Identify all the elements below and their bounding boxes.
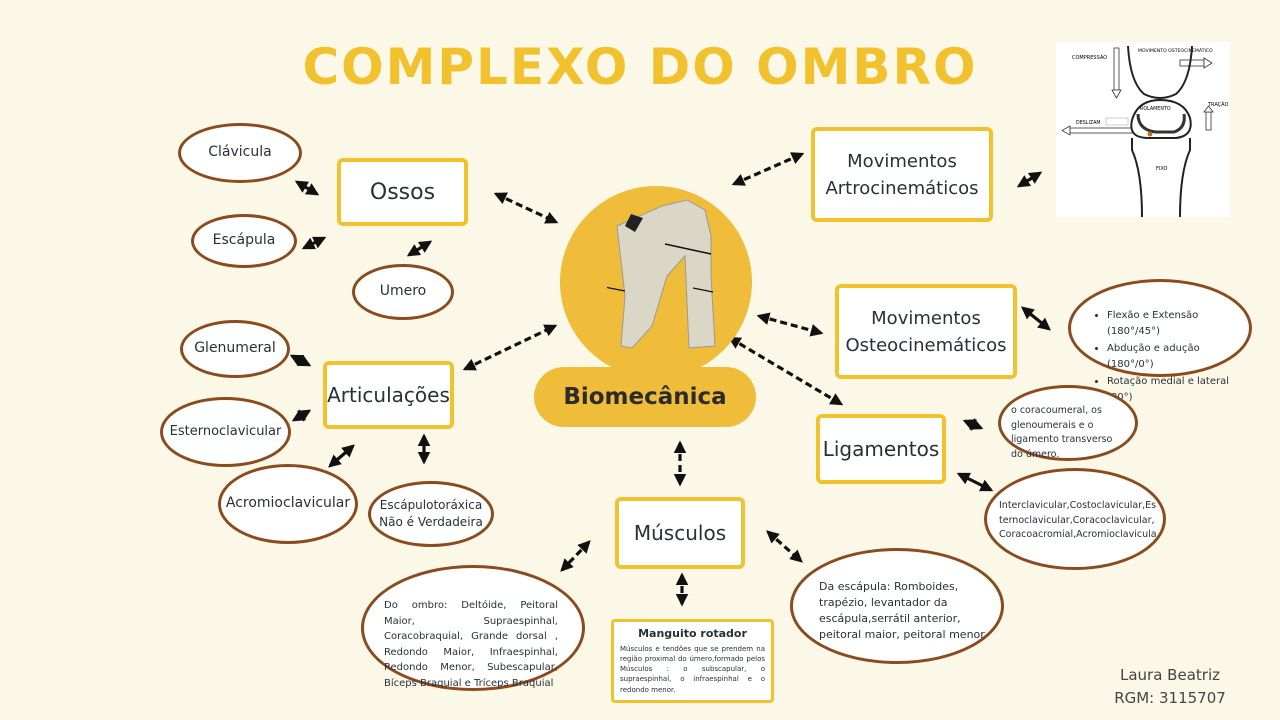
ligamentos-note1: o coracoumeral, os glenoumerais e o liga… (1011, 405, 1113, 461)
arrow-lig-note2 (956, 472, 994, 492)
oval-escapulotoraxica: Escápulotoráxica Não é Verdadeira (368, 481, 494, 547)
arrow-osteo-center (756, 312, 824, 337)
arthrokinematics-reference-image: COMPRESSÃO MOVIMENTO OSTEOCINEMÁTICO ROL… (1056, 42, 1230, 217)
arrow-artic-glenumeral (289, 354, 312, 367)
musculos-ombro-oval: Do ombro: Deltóide, Peitoral Maior, Supr… (361, 565, 585, 691)
arrow-artic-center (462, 324, 558, 371)
ref-label-tracao: TRAÇÃO (1207, 101, 1228, 108)
ligamentos-box: Ligamentos (816, 414, 946, 484)
musculos-escapula-text: Da escápula: Romboides, trapézio, levant… (819, 580, 985, 641)
musculos-box: Músculos (615, 497, 745, 569)
arrow-ossos-umero (406, 240, 433, 257)
page-title: COMPLEXO DO OMBRO (302, 38, 978, 96)
author-name: Laura Beatriz (1120, 666, 1220, 684)
shoulder-bone-image (607, 199, 716, 349)
ligamentos-note1-oval: o coracoumeral, os glenoumerais e o liga… (998, 385, 1138, 461)
oval-esternoclavicular: Esternoclavicular (160, 397, 291, 467)
musculos-ombro-text: Do ombro: Deltóide, Peitoral Maior, Supr… (384, 600, 558, 689)
manguito-rotador-box: Manguito rotador Músculos e tendões que … (611, 619, 774, 703)
musculos-escapula-oval: Da escápula: Romboides, trapézio, levant… (790, 548, 1004, 664)
manguito-title: Manguito rotador (638, 627, 747, 640)
arrow-ossos-clavicula (294, 180, 320, 196)
ligamentos-note2: Interclavicular,Costoclavicular,Esternoc… (999, 500, 1157, 541)
arrow-lig-note1 (962, 418, 984, 431)
oval-acromioclavicular: Acromioclavicular (218, 464, 358, 544)
ref-label-deslizamento: DESLIZAM (1076, 120, 1101, 126)
oval-umero: Umero (352, 264, 454, 320)
ligamentos-note2-oval: Interclavicular,Costoclavicular,Esternoc… (984, 468, 1166, 570)
ossos-box: Ossos (337, 158, 468, 226)
osteo-item: Rotação medial e lateral (80°) (1107, 374, 1239, 405)
osteo-list: Flexão e Extensão (180°/45°) Abdução e a… (1091, 308, 1239, 405)
manguito-desc: Músculos e tendões que se prendem na reg… (620, 644, 765, 694)
arrow-osteo-list (1021, 306, 1051, 331)
ref-label-movimento: MOVIMENTO OSTEOCINEMÁTICO (1138, 47, 1213, 54)
author-block: Laura Beatriz RGM: 3115707 (1100, 664, 1240, 711)
author-rgm: RGM: 3115707 (1114, 689, 1226, 708)
oval-glenumeral: Glenumeral (180, 320, 290, 378)
oval-clavicula: Clávicula (178, 123, 302, 183)
arrow-artic-esterno (291, 409, 312, 422)
arrow-musc-escapula (766, 530, 803, 563)
artro-box: Movimentos Artrocinemáticos (811, 127, 993, 222)
articulacoes-box: Articulações (323, 361, 454, 429)
ref-label-compressao: COMPRESSÃO (1072, 54, 1107, 61)
biomecanica-pill: Biomecânica (534, 367, 756, 427)
osteo-item: Flexão e Extensão (180°/45°) (1107, 308, 1239, 339)
ref-label-rolamento: ROLAMENTO (1140, 106, 1171, 112)
arrow-artro-center (731, 152, 805, 186)
osteo-item: Abdução e adução (180°/0°) (1107, 341, 1239, 372)
osteo-box: Movimentos Osteocinemáticos (835, 284, 1017, 379)
arrow-musc-ombro (560, 540, 591, 572)
osteo-list-oval: Flexão e Extensão (180°/45°) Abdução e a… (1068, 279, 1252, 403)
oval-escapula: Escápula (191, 214, 297, 268)
arrow-artic-acromio (328, 444, 355, 468)
arrow-ossos-escapula (301, 236, 327, 250)
arrow-artro-ref (1016, 171, 1043, 188)
arrow-ossos-center (493, 192, 559, 224)
ref-label-fixo: FIXO (1156, 166, 1167, 172)
